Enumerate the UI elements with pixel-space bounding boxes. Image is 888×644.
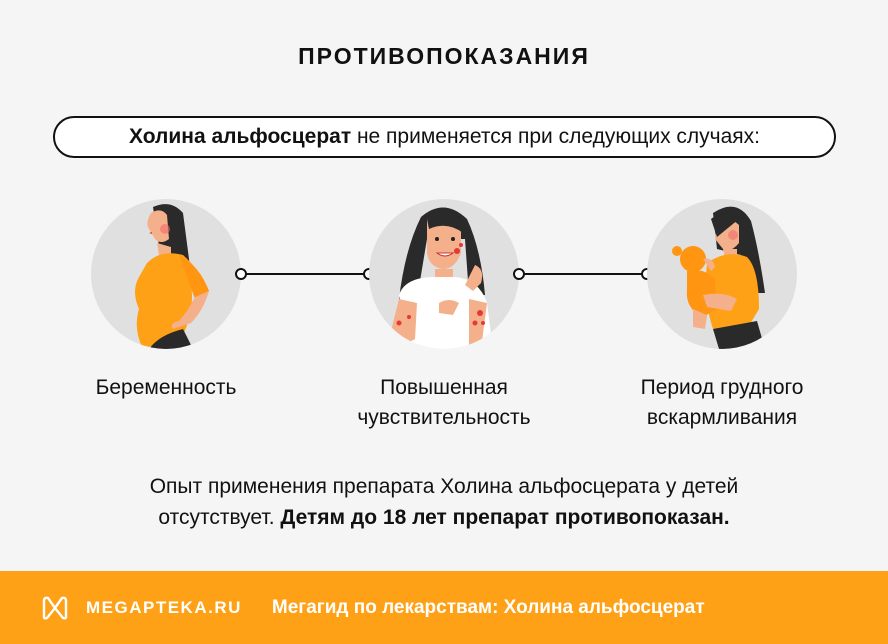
connector-dot bbox=[513, 268, 525, 280]
label-line: вскармливания bbox=[646, 406, 798, 429]
label-line: Период грудного bbox=[640, 376, 804, 399]
children-note: Опыт применения препарата Холина альфосц… bbox=[0, 471, 888, 533]
note-regular-text: отсутствует. bbox=[158, 506, 281, 529]
label-breastfeeding: Период грудного вскармливания bbox=[602, 373, 842, 433]
label-pregnancy: Беременность bbox=[46, 373, 286, 403]
note-line-1: Опыт применения препарата Холина альфосц… bbox=[149, 475, 739, 498]
label-line: чувствительность bbox=[357, 406, 531, 429]
pregnant-woman-illustration bbox=[91, 199, 241, 349]
footer-tagline: Мегагид по лекарствам: Холина альфосцера… bbox=[271, 596, 705, 618]
connector-dot bbox=[235, 268, 247, 280]
label-line: Повышенная bbox=[380, 376, 508, 399]
page-title: ПРОТИВОПОКАЗАНИЯ bbox=[298, 43, 590, 69]
intro-banner: Холина альфосцерат не применяется при сл… bbox=[53, 116, 836, 158]
note-line-2: отсутствует. Детям до 18 лет препарат пр… bbox=[0, 502, 888, 533]
brand-name[interactable]: MEGAPTEKA.RU bbox=[86, 597, 242, 617]
label-line: Беременность bbox=[95, 376, 237, 399]
breastfeeding-mother-illustration bbox=[647, 199, 797, 349]
megapteka-logo-icon bbox=[42, 596, 68, 620]
connector-line bbox=[520, 273, 648, 275]
allergic-woman-illustration bbox=[369, 199, 519, 349]
label-hypersensitivity: Повышенная чувствительность bbox=[324, 373, 564, 433]
connector-line bbox=[242, 273, 370, 275]
drug-name: Холина альфосцерат bbox=[128, 125, 352, 148]
intro-text: не применяется при следующих случаях: bbox=[351, 125, 761, 148]
note-bold-text: Детям до 18 лет препарат противопоказан. bbox=[280, 506, 730, 529]
footer-bar: MEGAPTEKA.RU Мегагид по лекарствам: Холи… bbox=[0, 571, 888, 644]
